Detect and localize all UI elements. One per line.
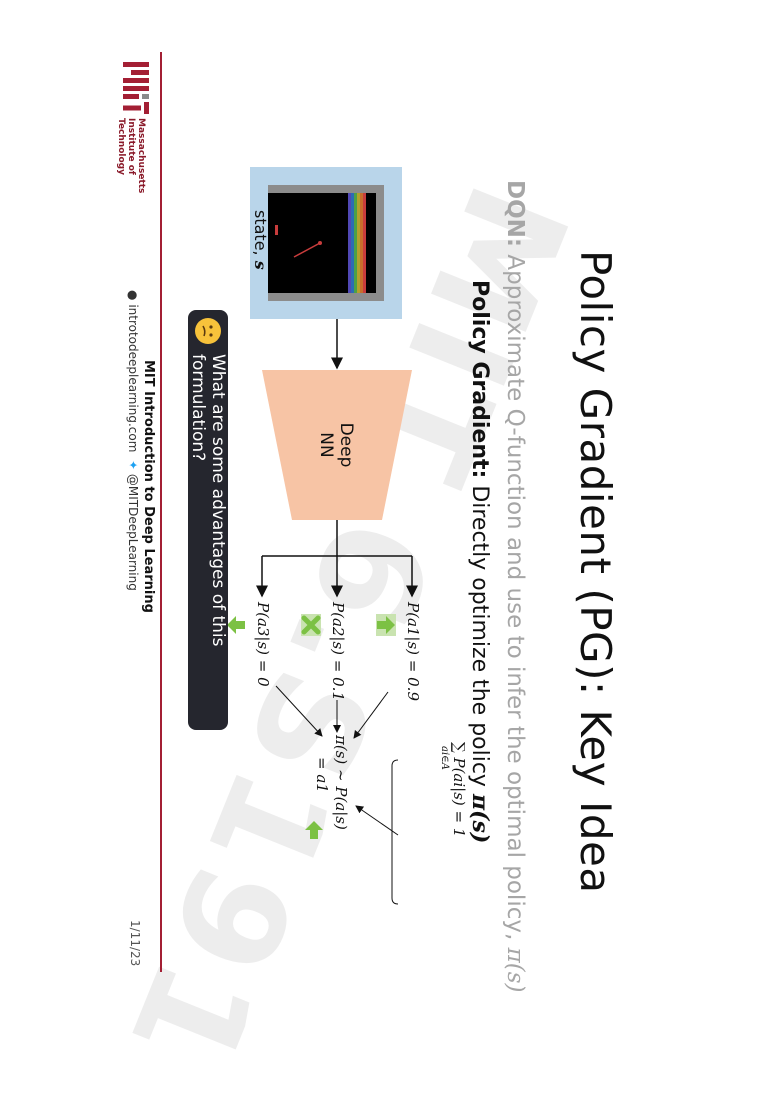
footer-twitter[interactable]: ✦ @MITDeepLearning bbox=[126, 460, 140, 591]
diagram-arrows bbox=[256, 319, 418, 905]
globe-icon: ● bbox=[126, 290, 140, 301]
institute-line2: Institute of bbox=[126, 118, 136, 175]
probability-a3-text: P(a3|s) = 0 bbox=[254, 602, 272, 687]
probability-a1-text: P(a1|s) = 0.9 bbox=[404, 602, 422, 701]
sum-label: ∑ P(ai|s) = 1 bbox=[450, 742, 468, 838]
question-text: What are some advantages of this formula… bbox=[188, 354, 228, 647]
probability-a3: P(a3|s) = 0 bbox=[254, 602, 272, 687]
probability-a2: P(a2|s) = 0.1 bbox=[329, 602, 347, 701]
footer-date: 1/11/23 bbox=[128, 920, 142, 967]
footer-course-title: MIT Introduction to Deep Learning bbox=[141, 360, 156, 613]
breakout-game-image bbox=[268, 185, 384, 301]
institute-line3: Technology bbox=[116, 118, 126, 175]
question-box: What are some advantages of this formula… bbox=[188, 310, 228, 730]
institute-name: Massachusetts Institute of Technology bbox=[116, 118, 146, 193]
policy-line1: π(s) ~ P(a|s) bbox=[332, 735, 350, 830]
sum-subscript: ai∈A bbox=[439, 746, 450, 770]
cross-icon bbox=[301, 614, 321, 636]
policy-result: π(s) ~ P(a|s) = a1 bbox=[312, 735, 350, 830]
mit-logo bbox=[123, 62, 149, 114]
probability-a1: P(a1|s) = 0.9 bbox=[404, 602, 422, 701]
deep-nn-label: Deep NN bbox=[316, 370, 356, 520]
arrow-down-icon bbox=[226, 614, 246, 636]
policy-line2: = a1 bbox=[313, 757, 331, 793]
footer-twitter-text: @MITDeepLearning bbox=[126, 473, 140, 591]
footer-website[interactable]: ● introtodeeplearning.com bbox=[126, 290, 140, 452]
state-image-frame bbox=[250, 167, 402, 319]
probability-a2-text: P(a2|s) = 0.1 bbox=[329, 602, 347, 701]
slide: MIT 6.S191 Policy Gradient (PG): Key Ide… bbox=[94, 52, 620, 1096]
probability-sum: ∑ P(ai|s) = 1 ai∈A bbox=[439, 742, 468, 837]
deep-nn-label-line1: Deep bbox=[336, 422, 356, 468]
institute-line1: Massachusetts bbox=[136, 118, 146, 194]
arrow-up-icon bbox=[376, 614, 396, 636]
deep-nn-shape bbox=[262, 370, 412, 520]
thinking-face-icon bbox=[195, 318, 221, 344]
arrow-up-icon bbox=[303, 820, 325, 840]
footer-divider bbox=[160, 52, 162, 972]
twitter-icon: ✦ bbox=[126, 460, 140, 471]
footer-website-text: introtodeeplearning.com bbox=[126, 304, 140, 453]
deep-nn-label-line2: NN bbox=[316, 432, 336, 458]
